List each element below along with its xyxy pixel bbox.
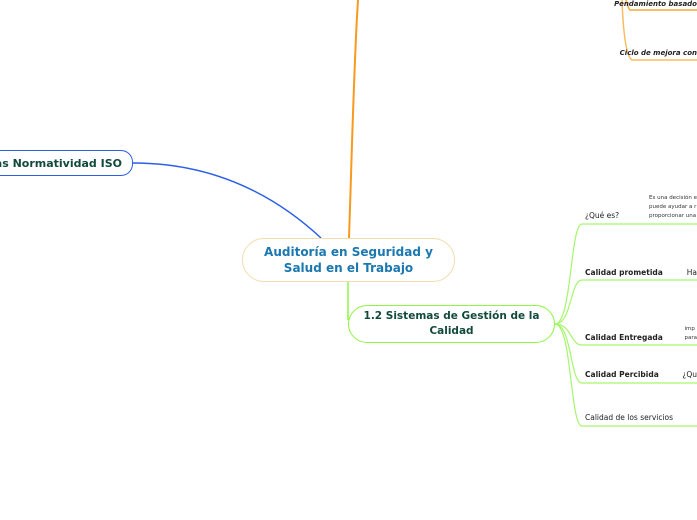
central-topic-label: Auditoría en Seguridad y Salud en el Tra… — [264, 245, 433, 275]
topic-normatividad-iso-label: encias Normatividad ISO — [0, 156, 122, 170]
topic-sistemas-gestion-calidad[interactable]: 1.2 Sistemas de Gestión de la Calidad — [348, 305, 555, 343]
link-sgc-calidad-servicios — [554, 323, 697, 427]
subtopic-calidad-percibida-detail: ¿Qu — [682, 370, 697, 379]
subtopic-que-es-detail-line: puede ayudar a r — [649, 204, 697, 210]
link-top-orange — [348, 0, 359, 239]
subtopic-que-es-detail-line: proporcionar una — [649, 213, 697, 219]
topic-ciclo-mejora[interactable]: Ciclo de mejora con — [619, 49, 697, 57]
subtopic-calidad-entregada-detail-line: para — [684, 335, 697, 341]
link-top-item-1 — [625, 0, 697, 11]
subtopic-calidad-percibida[interactable]: Calidad Percibida — [585, 370, 659, 379]
subtopic-calidad-servicios[interactable]: Calidad de los servicios — [585, 413, 674, 422]
topic-pensamiento-basado[interactable]: Pendamiento basado — [614, 0, 697, 8]
subtopic-que-es[interactable]: ¿Qué es? — [585, 211, 620, 220]
link-top-item-2 — [621, 0, 697, 61]
link-sgc-que-es — [554, 223, 697, 325]
subtopic-calidad-prometida[interactable]: Calidad prometida — [585, 268, 663, 277]
link-left-blue — [132, 162, 322, 239]
topic-normatividad-iso[interactable]: encias Normatividad ISO — [0, 150, 133, 176]
subtopic-que-es-detail: Es una decisión e puede ayudar a r propo… — [649, 194, 697, 221]
subtopic-calidad-prometida-detail: Ha — [686, 268, 697, 277]
subtopic-calidad-entregada-detail-line: imp — [684, 326, 695, 332]
topic-sistemas-gestion-calidad-label: 1.2 Sistemas de Gestión de la Calidad — [363, 310, 540, 337]
subtopic-calidad-entregada-detail: imp para — [685, 325, 697, 343]
subtopic-calidad-entregada[interactable]: Calidad Entregada — [585, 333, 663, 342]
central-topic[interactable]: Auditoría en Seguridad y Salud en el Tra… — [242, 238, 455, 282]
link-sgc-calidad-percibida — [554, 323, 697, 384]
subtopic-que-es-detail-line: Es una decisión e — [649, 195, 697, 201]
link-sgc-calidad-entregada — [554, 323, 697, 346]
link-sgc-calidad-prometida — [554, 279, 697, 325]
